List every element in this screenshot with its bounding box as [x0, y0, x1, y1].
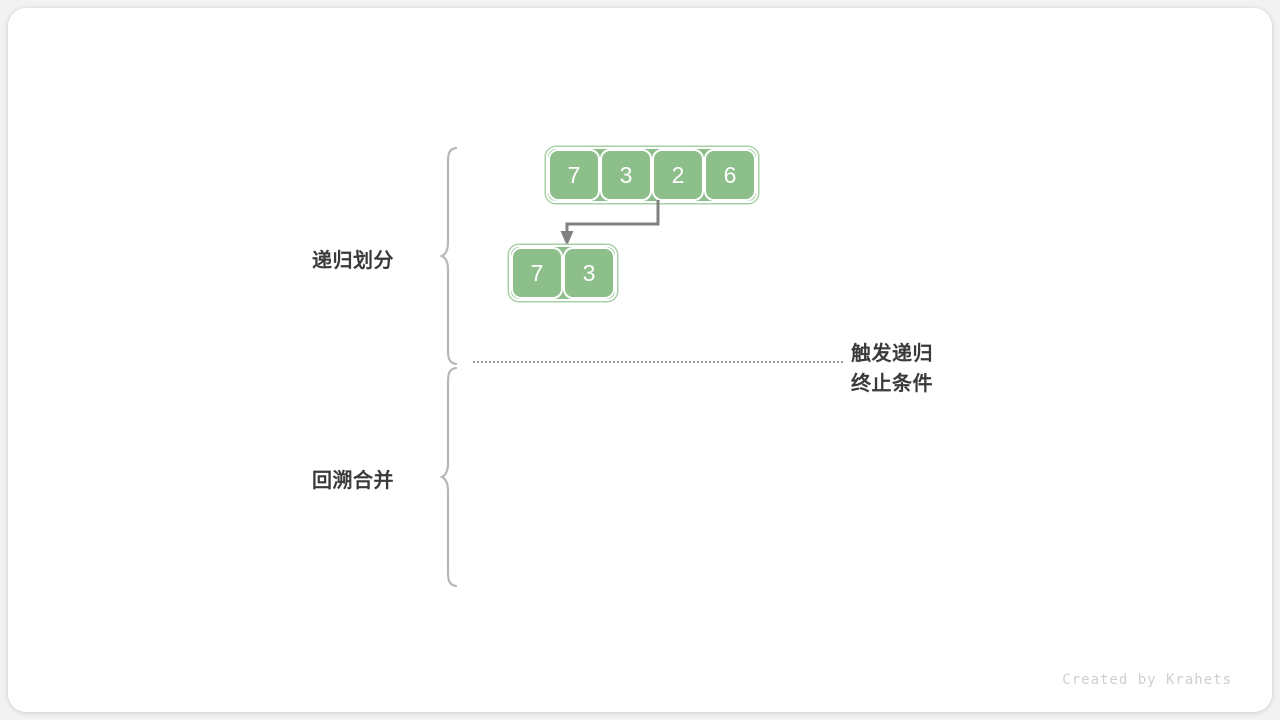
curly-brace-icon-divide — [440, 146, 458, 366]
curly-brace-icon-merge — [440, 366, 458, 588]
section-label-merge: 回溯合并 — [312, 470, 394, 492]
diagram-card: 递归划分 回溯合并 7 3 2 6 7 3 — [8, 8, 1272, 712]
array-top: 7 3 2 6 — [546, 147, 758, 203]
annotation-line-1: 触发递归 — [851, 343, 933, 365]
array-cell: 3 — [563, 247, 615, 299]
array-cell: 3 — [600, 149, 652, 201]
array-cell: 7 — [511, 247, 563, 299]
array-cell: 6 — [704, 149, 756, 201]
recursion-terminate-annotation: 触发递归 终止条件 — [851, 339, 933, 399]
array-cell: 7 — [548, 149, 600, 201]
section-label-divide: 递归划分 — [312, 250, 394, 272]
array-cell: 2 — [652, 149, 704, 201]
credit-text: Created by Krahets — [1062, 672, 1232, 688]
annotation-line-2: 终止条件 — [851, 373, 933, 395]
array-bottom: 7 3 — [509, 245, 617, 301]
phase-divider — [473, 361, 843, 363]
